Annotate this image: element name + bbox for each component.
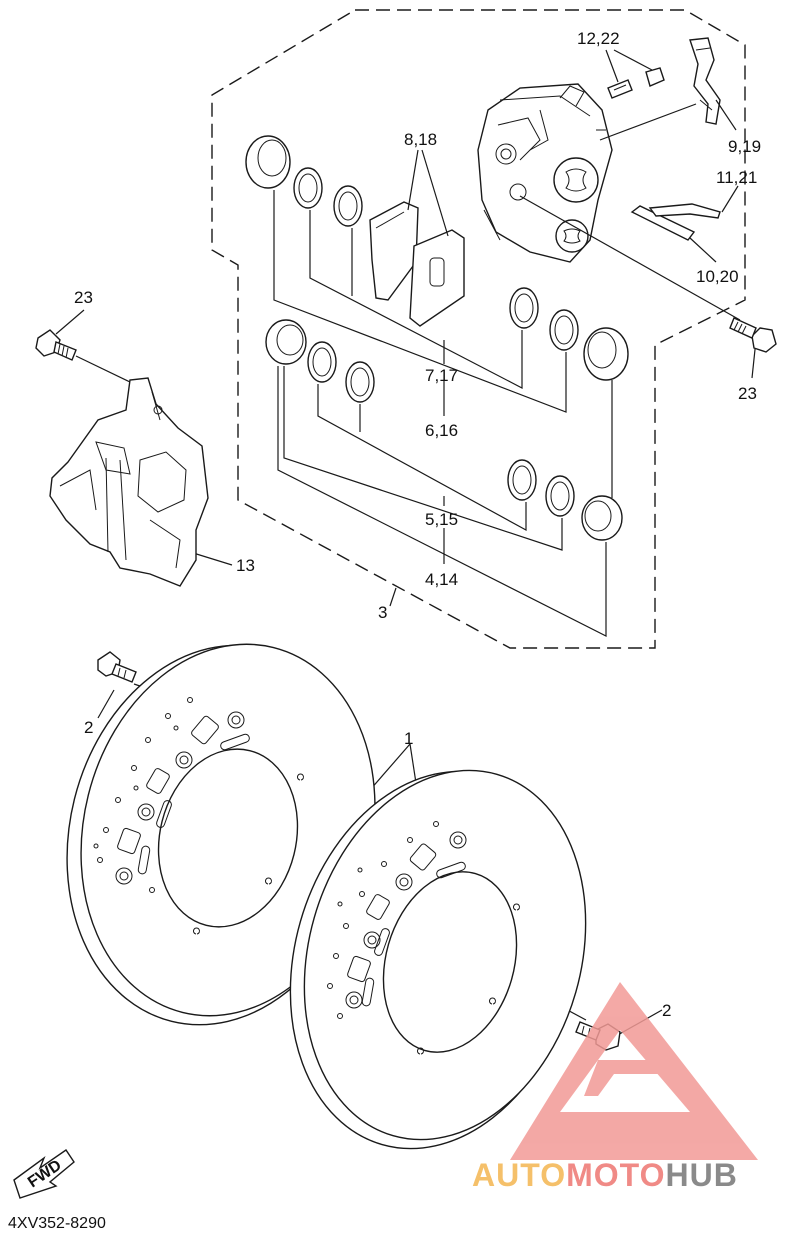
callout-label: 6,16 [425,421,458,440]
piston-upper-right [583,327,629,381]
callout-label: 13 [236,556,255,575]
watermark-part-moto: MOTO [566,1157,665,1193]
brake-pad-outer [369,201,419,301]
callout-label: 11,21 [716,168,757,187]
piston-lower-right [581,495,623,541]
watermark-part-auto: AUTO [472,1157,566,1193]
callout-label: 4,14 [425,570,458,589]
callout-label: 9,19 [728,137,761,156]
seal-upper-b [333,185,363,227]
callout-label: 12,22 [577,29,620,48]
forward-arrow-icon [13,1149,75,1199]
bleed-screw [607,67,665,99]
callout-label: 23 [74,288,93,307]
seal-lower-d [545,475,575,517]
right-caliper [477,83,613,263]
callout-label: 3 [378,603,387,622]
diagram-code: 4XV352-8290 [8,1215,106,1232]
left-caliper [49,377,209,587]
pad-pin [630,203,721,241]
callout-label: 8,18 [404,130,437,149]
piston-lower-left [265,319,307,365]
callout-label: 2 [662,1001,671,1020]
watermark-wordmark: AUTOMOTOHUB [472,1157,738,1193]
disc-bolt-left [97,651,137,683]
callout-label: 2 [84,718,93,737]
seal-lower-a [307,341,337,383]
callout-label: 5,15 [425,510,458,529]
callout-label: 7,17 [425,366,458,385]
watermark-part-hub: HUB [665,1157,737,1193]
callout-label: 23 [738,384,757,403]
callout-label: 1 [404,729,413,748]
seal-upper-a [293,167,323,209]
brake-pad-inner [409,229,465,327]
seal-lower-b [345,361,375,403]
mounting-bolt-left [35,329,77,361]
callout-labels: 12,22 8,18 9,19 11,21 10,20 23 23 7,17 6… [74,29,761,1020]
seal-upper-d [549,309,579,351]
seal-lower-c [507,459,537,501]
watermark-logo-mark [510,982,758,1160]
brake-disc-left [66,643,376,1026]
pad-spring [689,37,721,125]
seal-upper-c [509,287,539,329]
caliper-assembly-boundary [211,9,746,649]
mounting-bolt-right [729,317,777,353]
group-bracket-lines [273,190,613,637]
callout-label: 10,20 [696,267,739,286]
brake-disc-right [289,769,587,1150]
piston-upper-left [245,135,291,189]
